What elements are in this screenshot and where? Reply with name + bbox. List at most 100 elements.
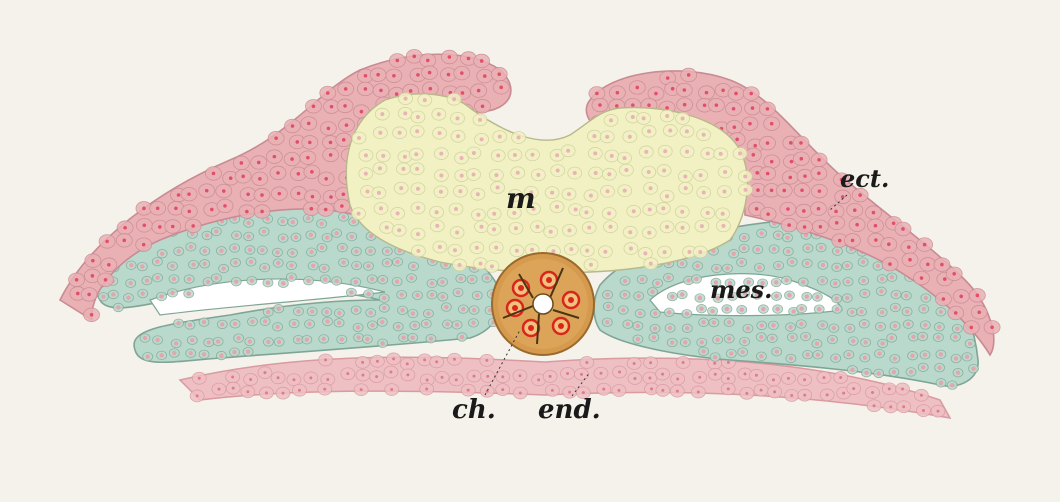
cell-nucleus — [699, 173, 703, 177]
cell-nucleus — [863, 356, 867, 360]
cell-nucleus — [140, 264, 144, 268]
cell-nucleus — [782, 189, 786, 193]
cell-nucleus — [623, 293, 627, 297]
cell-nucleus — [788, 176, 792, 180]
cell-nucleus — [472, 308, 476, 312]
cell-nucleus — [312, 104, 316, 108]
cell-nucleus — [855, 223, 859, 227]
cell-nucleus — [219, 353, 223, 357]
cell-nucleus — [456, 134, 460, 138]
cell-nucleus — [439, 152, 443, 156]
cell-nucleus — [719, 152, 723, 156]
cell-nucleus — [329, 141, 333, 145]
cell-nucleus — [379, 89, 383, 93]
cell-nucleus — [370, 323, 374, 327]
cell-nucleus — [830, 337, 834, 341]
cell-nucleus — [594, 171, 598, 175]
cell-nucleus — [799, 141, 803, 145]
cell-nucleus — [819, 225, 823, 229]
cell-nucleus — [461, 91, 465, 95]
cell-nucleus — [606, 189, 610, 193]
cell-nucleus — [790, 394, 793, 397]
cell-nucleus — [445, 322, 449, 326]
cell-nucleus — [668, 129, 672, 133]
cell-nucleus — [380, 320, 384, 324]
cell-nucleus — [389, 371, 392, 374]
cell-nucleus — [458, 263, 462, 267]
cell-nucleus — [217, 388, 220, 391]
cell-nucleus — [734, 92, 738, 96]
label-end: end. — [538, 395, 601, 425]
cell-nucleus — [351, 219, 355, 223]
cell-nucleus — [401, 167, 405, 171]
cell-nucleus — [475, 246, 479, 250]
cell-nucleus — [416, 249, 420, 253]
cell-nucleus — [476, 192, 480, 196]
cell-nucleus — [90, 313, 94, 317]
cell-nucleus — [759, 231, 763, 235]
cell-nucleus — [479, 262, 483, 266]
cell-nucleus — [395, 279, 399, 283]
cell-nucleus — [496, 154, 500, 158]
cell-nucleus — [874, 238, 878, 242]
cell-nucleus — [953, 335, 957, 339]
cell-nucleus — [461, 307, 465, 311]
cell-nucleus — [340, 245, 344, 249]
cell-nucleus — [189, 351, 193, 355]
cell-nucleus — [766, 212, 770, 216]
cell-nucleus — [766, 141, 770, 145]
cell-nucleus — [605, 292, 609, 296]
cell-nucleus — [455, 231, 459, 235]
cell-nucleus — [776, 263, 780, 267]
cell-nucleus — [643, 251, 647, 255]
cell-nucleus — [142, 243, 146, 247]
cell-nucleus — [766, 172, 770, 176]
cell-nucleus — [755, 207, 759, 211]
cell-nucleus — [629, 247, 633, 251]
cell-nucleus — [297, 192, 301, 196]
cell-nucleus — [396, 324, 400, 328]
cell-nucleus — [556, 169, 560, 173]
cell-nucleus — [246, 192, 250, 196]
cell-nucleus — [970, 326, 974, 330]
cell-nucleus — [815, 342, 819, 346]
cell-nucleus — [190, 338, 194, 342]
cell-nucleus — [682, 361, 685, 364]
cell-nucleus — [615, 104, 619, 108]
cell-nucleus — [471, 321, 475, 325]
cell-nucleus — [460, 156, 464, 160]
cell-nucleus — [177, 193, 181, 197]
cell-nucleus — [922, 409, 925, 412]
cell-nucleus — [404, 97, 408, 101]
cell-nucleus — [826, 393, 829, 396]
cell-nucleus — [232, 387, 235, 390]
label-m: m — [506, 182, 536, 215]
cell-nucleus — [876, 264, 880, 268]
cell-nucleus — [890, 275, 894, 279]
cell-nucleus — [537, 378, 540, 381]
cell-nucleus — [817, 158, 821, 162]
cell-nucleus — [744, 372, 747, 375]
cell-nucleus — [606, 304, 610, 308]
cell-nucleus — [429, 87, 433, 91]
cell-nucleus — [220, 322, 224, 326]
cell-nucleus — [756, 188, 760, 192]
cell-nucleus — [661, 389, 664, 392]
cell-nucleus — [859, 309, 863, 313]
cell-nucleus — [723, 170, 727, 174]
cell-nucleus — [617, 389, 620, 392]
cell-nucleus — [838, 239, 842, 243]
cell-nucleus — [681, 117, 685, 121]
label-ch: ch. — [452, 395, 496, 425]
cell-nucleus — [815, 295, 819, 299]
cell-nucleus — [337, 311, 341, 315]
cell-nucleus — [455, 378, 458, 381]
cell-nucleus — [902, 405, 905, 408]
cell-nucleus — [742, 235, 746, 239]
cell-nucleus — [189, 245, 193, 249]
cell-nucleus — [653, 326, 657, 330]
cell-nucleus — [746, 326, 750, 330]
cell-nucleus — [803, 225, 807, 229]
cell-nucleus — [277, 340, 281, 344]
cell-nucleus — [401, 336, 405, 340]
